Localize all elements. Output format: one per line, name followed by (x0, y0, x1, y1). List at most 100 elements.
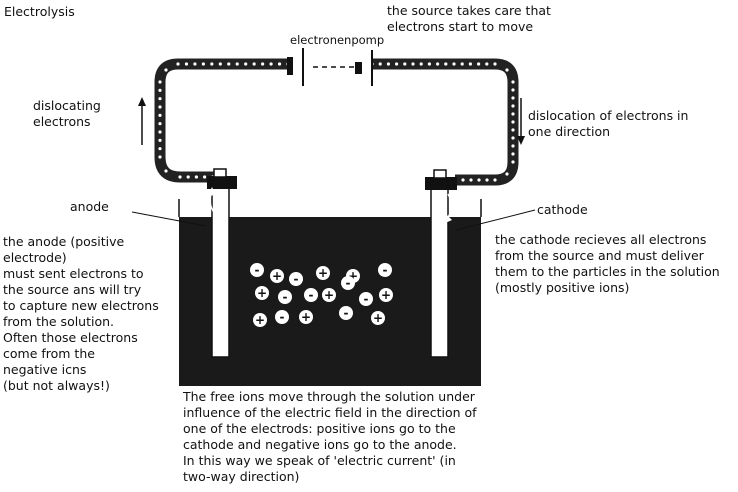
wire-electron-dots (158, 62, 515, 182)
anode-pointer (131, 211, 207, 227)
right-side-label: dislocation of electrons in one directio… (528, 108, 689, 139)
electron-dot (261, 62, 265, 66)
electron-dot (403, 62, 407, 66)
electron-dot (158, 88, 162, 92)
electron-dot (395, 62, 399, 66)
electron-dot (176, 62, 180, 66)
svg-text:+: + (301, 310, 311, 324)
negative-ion-icon: - (304, 288, 318, 302)
electron-dot (485, 178, 489, 182)
electron-dot (201, 62, 205, 66)
electron-dot (444, 62, 448, 66)
ions: -+-++-+-+--+-+-+-+ (250, 263, 393, 327)
anode-label: anode (70, 199, 109, 214)
electron-dot (469, 178, 473, 182)
svg-text:+: + (324, 288, 334, 302)
electron-dot (477, 62, 481, 66)
electron-dot (511, 160, 515, 164)
svg-text:-: - (383, 263, 388, 277)
svg-text:+: + (348, 269, 358, 283)
electron-dot (460, 62, 464, 66)
arrow-down-icon (517, 98, 525, 145)
electron-dot (485, 62, 489, 66)
electron-dot (186, 175, 190, 179)
arrow-up-icon (138, 97, 146, 145)
electron-dot (452, 62, 456, 66)
electron-dot (158, 155, 162, 159)
electron-dot (511, 152, 515, 156)
electron-dot (378, 62, 382, 66)
positive-ion-icon: + (255, 286, 269, 300)
cathode-flow-arrow-icon (443, 193, 453, 224)
electron-dot (158, 147, 162, 151)
bottom-note: The free ions move through the solution … (183, 389, 477, 484)
positive-ion-icon: + (371, 311, 385, 325)
svg-text:-: - (280, 310, 285, 324)
electron-dot (468, 62, 472, 66)
electron-dot (218, 62, 222, 66)
electron-dot (386, 62, 390, 66)
svg-text:-: - (364, 292, 369, 306)
electron-dot (158, 138, 162, 142)
source-note: the source takes care that electrons sta… (387, 3, 551, 34)
electron-dot (505, 68, 509, 72)
positive-ion-icon: + (316, 266, 330, 280)
electron-dot (477, 178, 481, 182)
electron-dot (505, 172, 509, 176)
electron-dot (194, 175, 198, 179)
electron-dot (203, 175, 207, 179)
electron-dot (511, 136, 515, 140)
electron-dot (158, 122, 162, 126)
svg-text:-: - (344, 306, 349, 320)
electron-dot (164, 169, 168, 173)
negative-ion-icon: - (341, 276, 355, 290)
svg-text:+: + (373, 311, 383, 325)
svg-text:+: + (257, 286, 267, 300)
svg-text:-: - (309, 288, 314, 302)
negative-ion-icon: - (275, 310, 289, 324)
negative-ion-icon: - (378, 263, 392, 277)
wire-circuit (154, 58, 519, 186)
cathode-label: cathode (537, 202, 588, 217)
electron-dot (411, 62, 415, 66)
electron-dot (252, 62, 256, 66)
electron-dot (158, 97, 162, 101)
positive-ion-icon: + (379, 288, 393, 302)
electron-dot (164, 68, 168, 72)
cathode-electrode (425, 169, 457, 358)
anode-note: the anode (positive electrode) must sent… (3, 234, 159, 393)
electron-dot (427, 62, 431, 66)
cathode-pointer (455, 209, 536, 231)
electron-dot (461, 178, 465, 182)
negative-ion-icon: - (278, 290, 292, 304)
electron-dot (511, 104, 515, 108)
diagram-title: Electrolysis (4, 4, 75, 19)
svg-text:-: - (346, 276, 351, 290)
electron-dot (193, 62, 197, 66)
electron-pump (287, 48, 373, 86)
electron-dot (511, 96, 515, 100)
electron-dot (277, 62, 282, 66)
svg-text:+: + (318, 266, 328, 280)
electron-dot (178, 175, 182, 179)
svg-text:+: + (255, 313, 265, 327)
electron-dot (493, 178, 497, 182)
electron-dot (158, 130, 162, 134)
electron-dot (235, 62, 239, 66)
anode-flow-arrow-icon (208, 187, 219, 219)
electron-dot (436, 62, 440, 66)
electron-dot (511, 144, 515, 148)
cathode-note: the cathode recieves all electrons from … (495, 232, 720, 295)
electron-dot (511, 80, 515, 84)
svg-text:+: + (381, 288, 391, 302)
electron-dot (184, 62, 189, 66)
anode-electrode (207, 168, 237, 358)
negative-ion-icon: - (339, 306, 353, 320)
electron-dot (158, 105, 162, 109)
electron-dot (158, 80, 162, 84)
electron-dot (493, 62, 497, 66)
electron-dot (511, 128, 515, 132)
left-side-label: dislocating electrons (33, 98, 101, 129)
svg-text:-: - (255, 263, 260, 277)
electron-dot (158, 113, 162, 117)
